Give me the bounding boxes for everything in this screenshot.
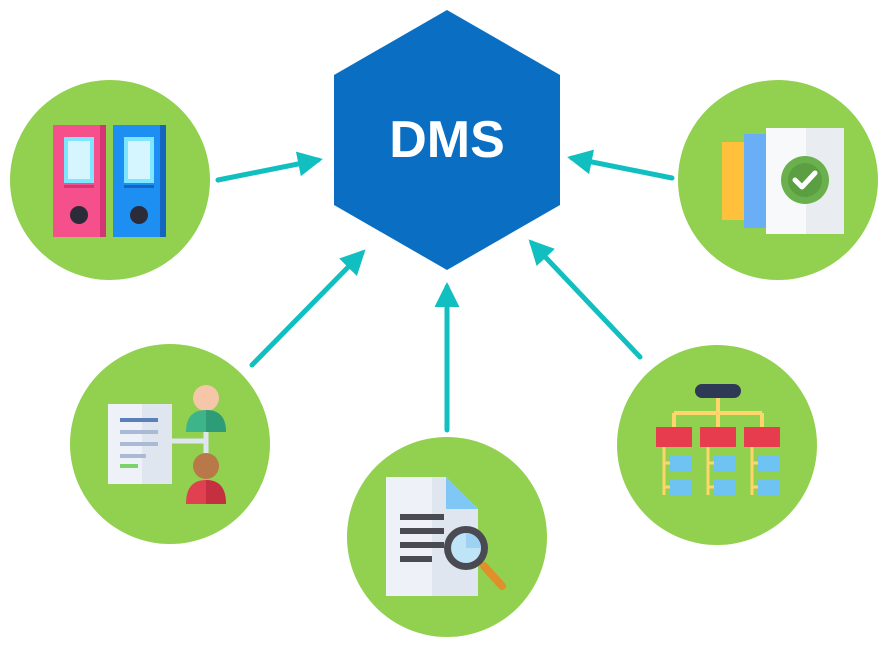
node-hierarchy bbox=[617, 345, 817, 545]
connector-arrows bbox=[215, 149, 675, 433]
document-search-icon bbox=[386, 477, 506, 596]
hierarchy-icon bbox=[656, 384, 780, 495]
arrow-binders bbox=[215, 151, 323, 183]
node-document-search bbox=[347, 437, 547, 637]
node-approved-documents bbox=[678, 80, 878, 280]
binders-icon bbox=[53, 125, 166, 237]
node-binders bbox=[10, 80, 210, 280]
arrow-approved-documents bbox=[567, 149, 675, 181]
dms-hub: DMS bbox=[334, 10, 560, 270]
document-users-icon bbox=[108, 385, 226, 504]
arrow-document-sharing bbox=[249, 249, 366, 368]
arrow-hierarchy bbox=[528, 239, 643, 360]
node-document-sharing bbox=[70, 344, 270, 544]
hub-label: DMS bbox=[389, 111, 505, 169]
approved-documents-icon bbox=[722, 128, 844, 234]
